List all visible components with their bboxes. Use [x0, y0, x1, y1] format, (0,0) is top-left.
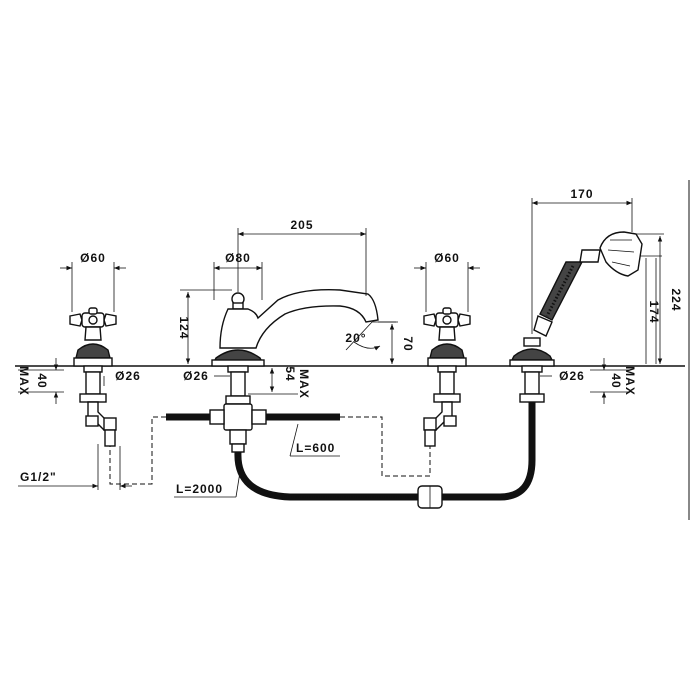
spout: [209, 289, 379, 453]
dim-length-205: 205: [290, 218, 313, 232]
dim-diameter-26-b: Ø26: [183, 369, 209, 383]
left-valve: [69, 307, 117, 447]
dim-length-170: 170: [570, 187, 593, 201]
dim-max-right: MAX: [623, 366, 637, 396]
dim-thread-g12: G1/2": [20, 470, 57, 484]
dim-diameter-60-right: Ø60: [434, 251, 460, 265]
hose-2000: [234, 402, 536, 509]
dim-hose-2000: L=2000: [176, 482, 223, 496]
dim-height-70: 70: [401, 336, 415, 351]
dim-max-left: MAX: [17, 366, 31, 396]
dim-diameter-60-left: Ø60: [80, 251, 106, 265]
dim-max-mid: MAX: [297, 369, 311, 399]
dim-diameter-26-c: Ø26: [559, 369, 585, 383]
dim-height-54: 54: [283, 366, 297, 381]
dim-height-224: 224: [669, 288, 683, 311]
right-valve: [423, 307, 471, 447]
dim-diameter-26-a: Ø26: [115, 369, 141, 383]
dim-height-40-left: 40: [35, 373, 49, 388]
dim-hose-600: L=600: [296, 441, 335, 455]
dashed-hose-right: [340, 416, 431, 477]
dim-height-174: 174: [647, 300, 661, 323]
dashed-hose-left: [109, 416, 166, 485]
dim-height-40-right: 40: [609, 373, 623, 388]
dim-diameter-80: Ø80: [225, 251, 251, 265]
hand-shower: [509, 231, 643, 403]
dim-angle-20: 20°: [345, 331, 366, 345]
dim-height-124: 124: [177, 316, 191, 339]
